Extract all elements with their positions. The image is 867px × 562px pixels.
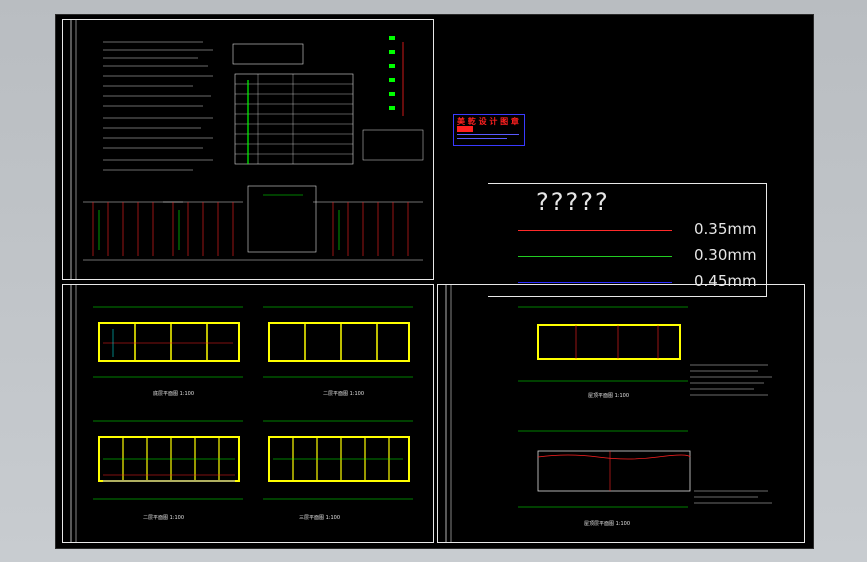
- legend-line-green: [518, 256, 672, 257]
- caption-plan3: 二层平面图 1:100: [143, 515, 184, 521]
- legend-title: ?????: [536, 188, 610, 216]
- legend-line-red: [518, 230, 672, 231]
- caption-plan5: 屋顶平面图 1:100: [588, 393, 629, 399]
- sheet-notes-schematic[interactable]: [62, 19, 434, 280]
- legend-row-045: 0.45mm: [518, 272, 758, 292]
- legend-label: 0.35mm: [694, 220, 757, 238]
- caption-plan4: 三层平面图 1:100: [299, 515, 340, 521]
- legend-label: 0.30mm: [694, 246, 757, 264]
- stamp-blue-line-2: [457, 138, 507, 139]
- legend-row-035: 0.35mm: [518, 220, 758, 240]
- caption-plan6: 屋顶层平面图 1:100: [584, 521, 630, 527]
- stamp-red-block: [457, 126, 473, 132]
- design-stamp: 美 乾 设 计 图 章: [453, 114, 525, 146]
- sheet-floor-plans-drawing: 底层平面图 1:100 二层平面图 1:100: [70, 285, 413, 542]
- sheet-floor-plans[interactable]: 底层平面图 1:100 二层平面图 1:100: [62, 284, 434, 543]
- drawing-canvas[interactable]: 美 乾 设 计 图 章 ????? 0.35mm 0.30mm 0.45mm: [55, 14, 814, 549]
- sheet-roof-plans[interactable]: 屋顶平面图 1:100 屋顶层平面图 1:100: [437, 284, 805, 543]
- caption-plan1: 底层平面图 1:100: [153, 390, 194, 397]
- legend-line-blue: [518, 282, 672, 283]
- line-weight-legend[interactable]: ????? 0.35mm 0.30mm 0.45mm: [488, 183, 767, 297]
- sheet-notes-schematic-drawing: [70, 20, 424, 279]
- stamp-blue-line: [457, 134, 519, 135]
- sheet-roof-plans-drawing: 屋顶平面图 1:100 屋顶层平面图 1:100: [445, 285, 772, 542]
- legend-label: 0.45mm: [694, 272, 757, 290]
- stamp-title: 美 乾 设 计 图 章: [457, 117, 519, 126]
- caption-plan2: 二层平面图 1:100: [323, 391, 364, 397]
- legend-row-030: 0.30mm: [518, 246, 758, 266]
